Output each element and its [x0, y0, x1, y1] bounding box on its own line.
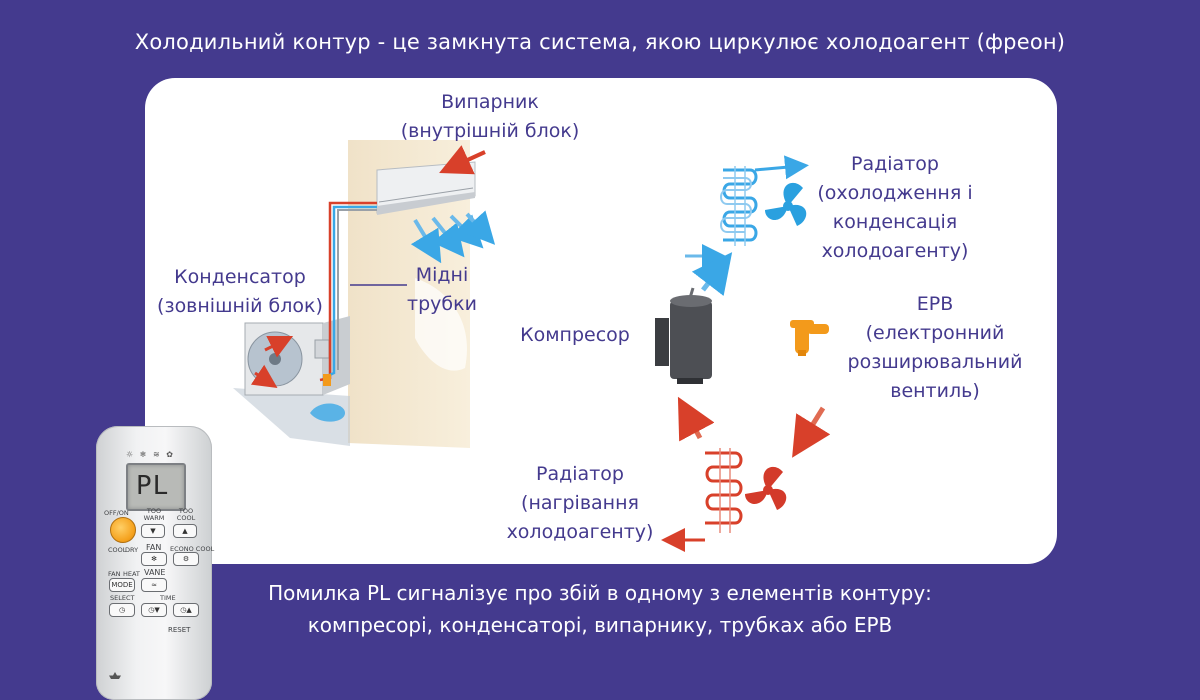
remote-display-code: PL	[136, 471, 170, 501]
label-epv: ЕРВ (електронний розширювальний вентиль)	[835, 290, 1035, 406]
label-radiator-heat-line1: Радіатор	[536, 463, 624, 485]
remote-temp-down-button[interactable]: ▼	[141, 524, 165, 538]
radiator-heat-coil	[661, 448, 743, 552]
label-epv-line2: (електронний	[865, 322, 1005, 344]
wall-illustration	[233, 140, 470, 448]
label-condenser-line1: Конденсатор	[174, 266, 306, 288]
label-compressor-line1: Компресор	[520, 324, 630, 346]
remote-label-offon: OFF/ON	[104, 509, 129, 517]
label-radiator-heat-line3: холодоагенту)	[506, 521, 654, 543]
cycle-arrows	[677, 252, 831, 458]
pipes-illustration	[310, 201, 407, 422]
airflow-arrows	[250, 145, 496, 388]
remote-label-fan-mode: FAN	[108, 570, 121, 578]
remote-label-dry: DRY	[125, 546, 139, 554]
remote-label-time: TIME	[160, 594, 176, 602]
label-pipes: Мідні трубки	[397, 261, 487, 319]
remote-time-up-button[interactable]: ◷▲	[173, 603, 199, 617]
remote-power-button[interactable]	[110, 517, 136, 543]
remote-mode-icons: ☼ ❄ ≋ ✿	[126, 450, 175, 459]
remote-mode-button[interactable]: MODE	[109, 578, 135, 592]
remote-temp-up-button[interactable]: ▲	[173, 524, 197, 538]
label-radiator-cool-line4: холодоагенту)	[821, 240, 969, 262]
remote-label-reset: RESET	[168, 626, 191, 634]
compressor-icon	[655, 287, 712, 384]
remote-label-heat: HEAT	[123, 570, 140, 578]
remote-time-down-button[interactable]: ◷▼	[141, 603, 167, 617]
footer-line-1: Помилка PL сигналізує про збій в одному …	[268, 581, 932, 605]
label-epv-line4: вентиль)	[890, 380, 980, 402]
refrigeration-diagram	[233, 140, 831, 552]
label-compressor: Компресор	[505, 321, 645, 350]
remote-vane-button[interactable]: ≈	[141, 578, 167, 592]
label-radiator-cool-line3: конденсація	[832, 211, 958, 233]
remote-econo-cool-button[interactable]: ⚙	[173, 552, 199, 566]
label-radiator-cool-line2: (охолодження і	[817, 182, 973, 204]
label-pipes-line1: Мідні	[415, 264, 469, 286]
mitsubishi-logo-icon	[109, 672, 121, 679]
label-radiator-cool-line1: Радіатор	[851, 153, 939, 175]
page-title: Холодильний контур - це замкнута система…	[134, 30, 1066, 54]
remote-display: PL	[126, 463, 186, 511]
diagram-panel: Випарник (внутрішній блок) Конденсатор (…	[145, 78, 1057, 564]
epv-valve-icon	[790, 320, 829, 356]
remote-label-econo-cool: ECONO COOL	[170, 545, 215, 553]
fan-hot-icon	[745, 466, 787, 510]
remote-label-fan: FAN	[146, 543, 162, 552]
label-condenser-line2: (зовнішній блок)	[157, 295, 323, 317]
label-epv-line3: розширювальний	[847, 351, 1023, 373]
remote-label-vane: VANE	[144, 568, 166, 577]
remote-fan-button[interactable]: ✻	[141, 552, 167, 566]
label-evaporator-line1: Випарник	[441, 91, 539, 113]
label-radiator-heat-line2: (нагрівання	[521, 492, 639, 514]
label-pipes-line2: трубки	[407, 293, 477, 315]
footer-line-2: компресорі, конденсаторі, випарнику, тру…	[307, 613, 893, 637]
label-evaporator: Випарник (внутрішній блок)	[375, 88, 605, 146]
remote-label-too-warm: TOO WARM	[143, 507, 165, 522]
fan-cold-icon	[765, 182, 807, 226]
remote-label-cool: COOL	[108, 546, 127, 554]
remote-select-button[interactable]: ◷	[109, 603, 135, 617]
remote-label-too-cool: TOO COOL	[176, 507, 196, 522]
label-radiator-cool: Радіатор (охолодження і конденсація холо…	[805, 150, 985, 266]
label-radiator-heat: Радіатор (нагрівання холодоагенту)	[490, 460, 670, 547]
label-condenser: Конденсатор (зовнішній блок)	[145, 263, 335, 321]
remote-label-select: SELECT	[110, 594, 135, 602]
remote-control: ☼ ❄ ≋ ✿ PL OFF/ON TOO WARM TOO COOL ▼ ▲ …	[96, 426, 215, 700]
label-evaporator-line2: (внутрішній блок)	[400, 120, 580, 142]
label-epv-line1: ЕРВ	[916, 293, 954, 315]
